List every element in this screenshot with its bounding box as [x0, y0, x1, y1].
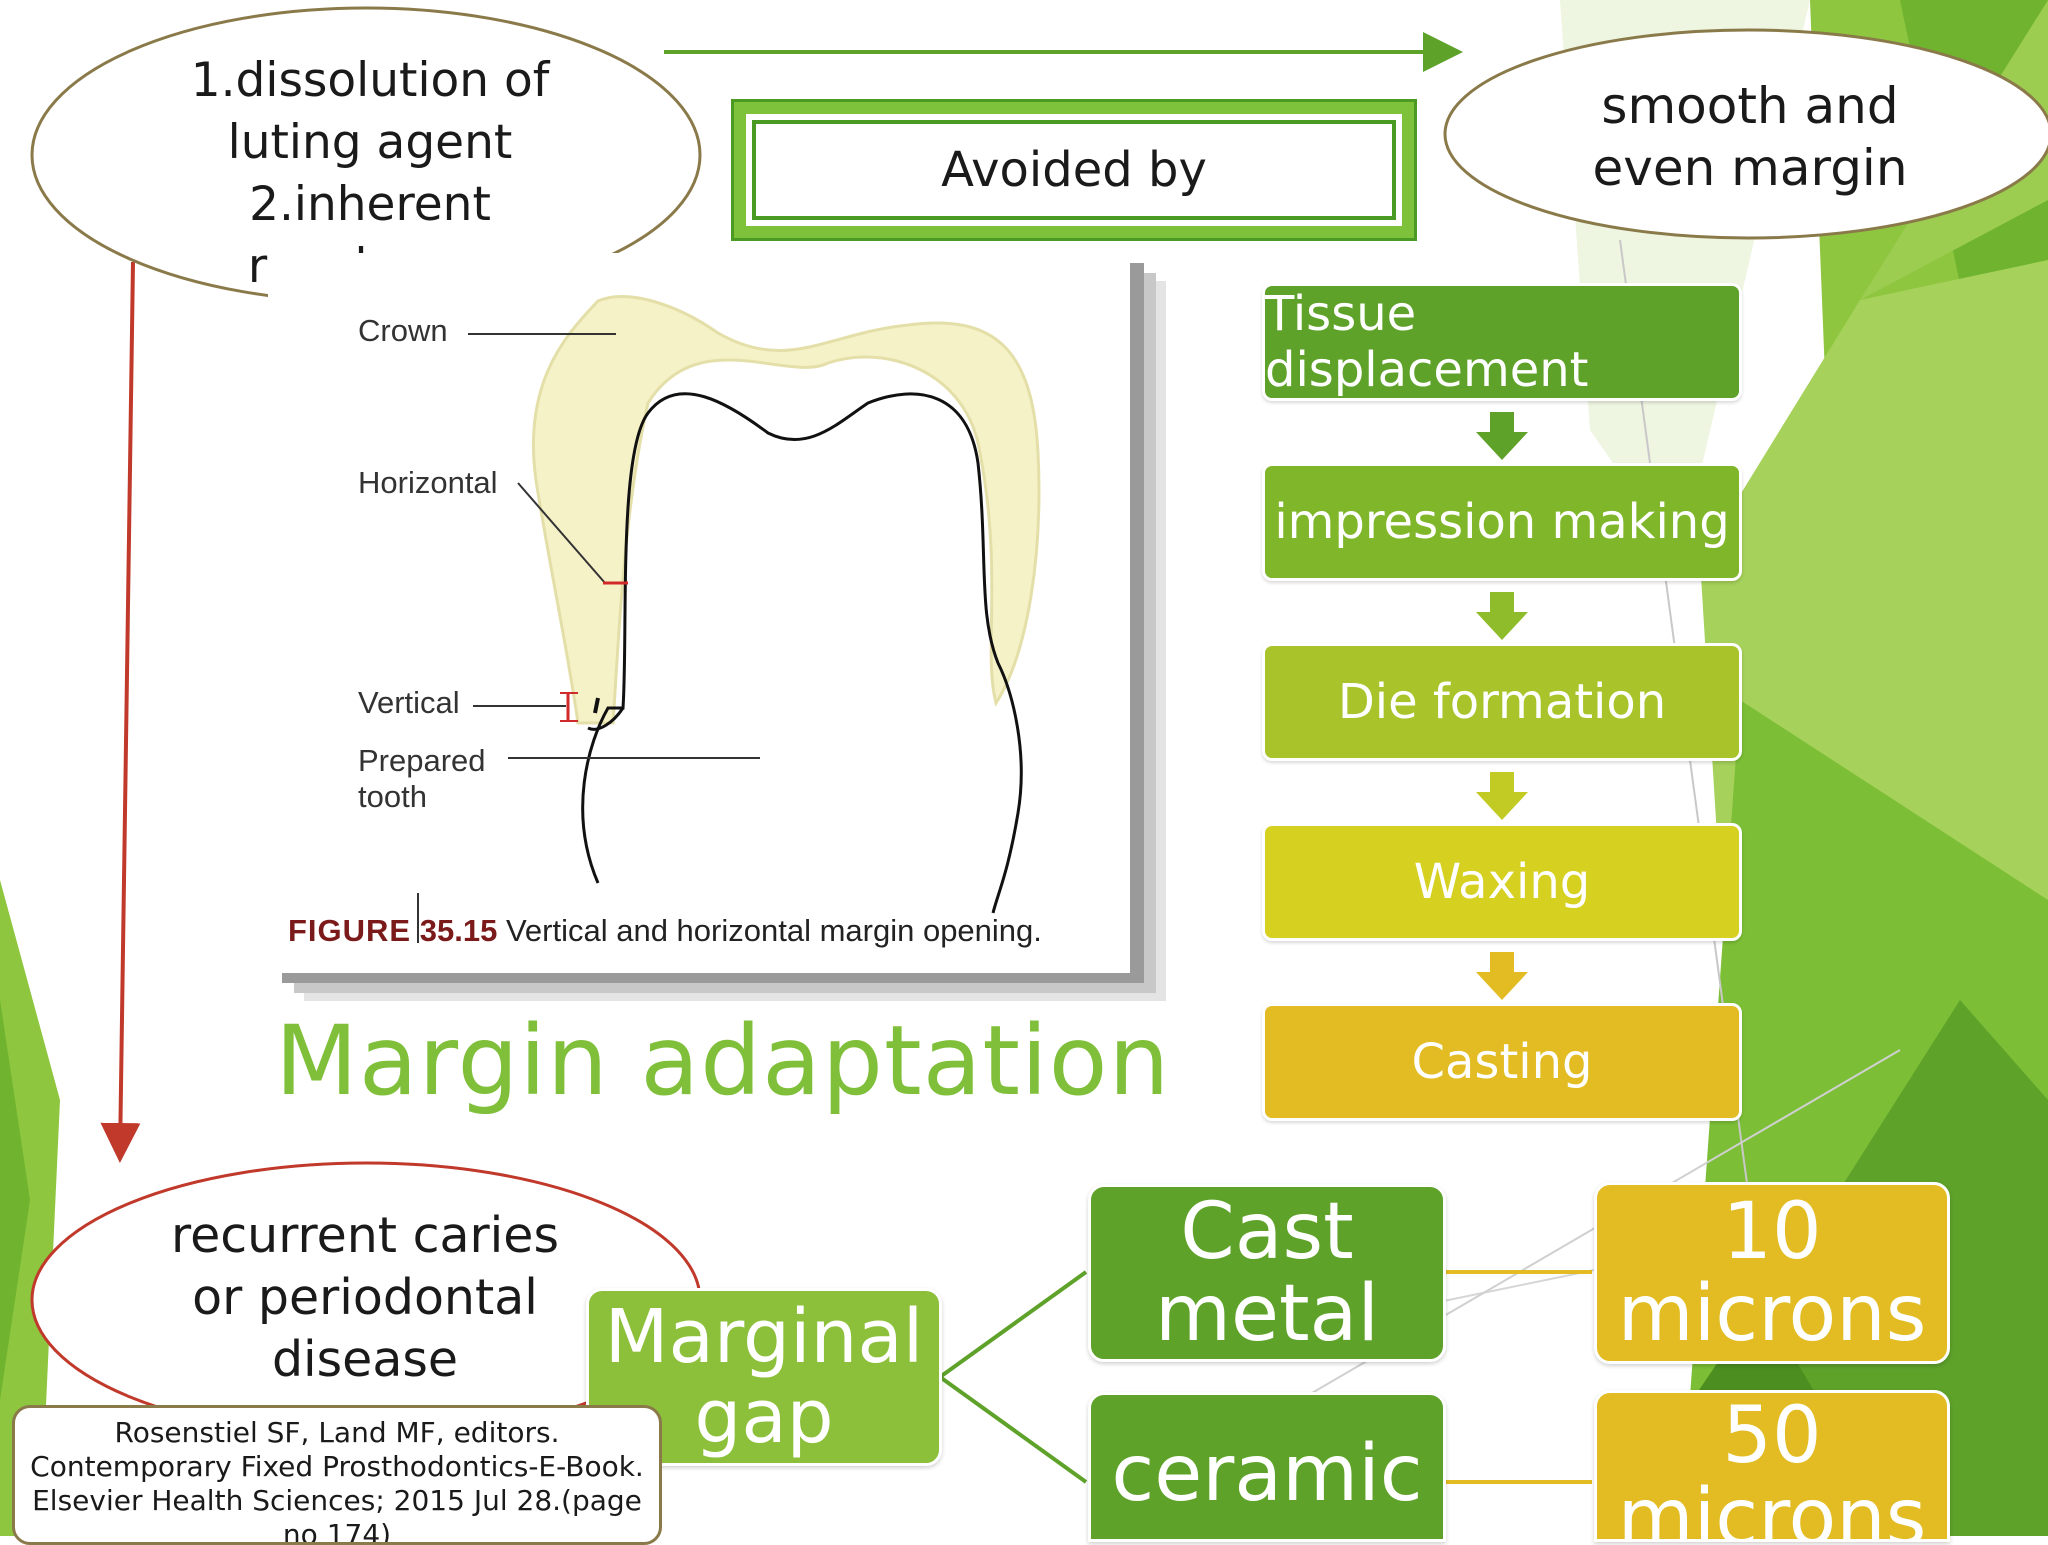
flow-step-label: Casting [1411, 1034, 1593, 1090]
smooth-line: smooth and [1601, 77, 1899, 135]
smooth-line: even margin [1592, 139, 1908, 197]
consequence-line: disease [271, 1331, 459, 1388]
crown-shape [532, 295, 1041, 725]
marginal-gap-line: gap [694, 1374, 834, 1460]
horizontal-label: Horizontal [358, 465, 498, 500]
material-label-line: Cast [1180, 1187, 1354, 1277]
flow-step-tissue-displacement: Tissue displacement [1262, 283, 1742, 401]
value-line: microns [1617, 1269, 1927, 1359]
material-label-line: metal [1154, 1269, 1380, 1359]
citation-box: Rosenstiel SF, Land MF, editors. Contemp… [12, 1405, 662, 1545]
flow-step-label: Die formation [1337, 674, 1667, 730]
vertical-label: Vertical [358, 685, 460, 720]
flow-step-label: Tissue displacement [1265, 286, 1589, 398]
flow-arrow-down-icon [1476, 952, 1528, 1000]
consequence-line: recurrent caries [171, 1207, 559, 1264]
value-line: microns [1617, 1473, 1927, 1542]
value-line: 50 [1722, 1391, 1822, 1481]
value-50-microns-box: 50 microns [1594, 1390, 1950, 1542]
prepared-label-line1: Prepared [358, 743, 486, 778]
avoided-by-label: Avoided by [752, 120, 1396, 220]
smooth-margin-ellipse [1443, 28, 2048, 240]
red-down-arrow [100, 261, 141, 1163]
flow-arrow-down-icon [1476, 772, 1528, 820]
slide-title: Margin adaptation [275, 1005, 1171, 1117]
flow-arrow-shape [1476, 772, 1528, 820]
flow-step-label: Waxing [1413, 854, 1591, 910]
flow-step-waxing: Waxing [1262, 823, 1742, 941]
flow-arrow-shape [1476, 412, 1528, 460]
flow-arrow-down-icon [1476, 412, 1528, 460]
causes-line: 2.inherent [249, 177, 491, 232]
avoided-by-box: Avoided by [731, 99, 1417, 241]
marginal-gap-line: Marginal [604, 1294, 924, 1380]
value-10-microns-box: 10 microns [1594, 1182, 1950, 1364]
material-label-line: ceramic [1111, 1429, 1423, 1519]
flow-step-label: impression making [1274, 494, 1730, 550]
prepared-tooth-outline [581, 392, 1023, 914]
figure-caption: FIGURE 35.15 Vertical and horizontal mar… [288, 913, 1042, 949]
tooth-diagram [417, 295, 1041, 943]
consequence-text: recurrent caries or periodontal disease [110, 1205, 620, 1391]
figure-caption-number: 35.15 [419, 913, 498, 948]
prepared-label-line2: tooth [358, 779, 427, 814]
figure-panel: Crown Horizontal Vertical Prepared tooth… [268, 253, 1130, 973]
flow-step-casting: Casting [1262, 1003, 1742, 1121]
citation-line: Contemporary Fixed Prosthodontics-E-Book… [30, 1450, 644, 1483]
flow-step-impression-making: impression making [1262, 463, 1742, 581]
smooth-margin-text: smooth and even margin [1480, 75, 2020, 199]
figure-caption-text: Vertical and horizontal margin opening. [505, 913, 1042, 948]
figure-caption-word: FIGURE [288, 913, 412, 948]
flow-arrow-down-icon [1476, 592, 1528, 640]
citation-line: no 174) [282, 1518, 392, 1545]
material-cast-metal-box: Cast metal [1088, 1184, 1446, 1362]
causes-line: luting agent [227, 115, 513, 170]
flow-arrow-shape [1476, 592, 1528, 640]
tree-link-ceramic [938, 1375, 1088, 1484]
marginal-gap-box: Marginal gap [586, 1288, 942, 1466]
flow-arrow-shape [1476, 952, 1528, 1000]
consequence-line: or periodontal [192, 1269, 538, 1326]
crown-label: Crown [358, 313, 448, 348]
causes-line: 1.dissolution of [190, 53, 550, 108]
material-ceramic-box: ceramic [1088, 1392, 1446, 1542]
citation-line: Rosenstiel SF, Land MF, editors. [114, 1416, 560, 1449]
value-line: 10 [1722, 1187, 1822, 1277]
citation-line: Elsevier Health Sciences; 2015 Jul 28.(p… [32, 1484, 642, 1517]
flow-step-die-formation: Die formation [1262, 643, 1742, 761]
tree-link-cast [938, 1270, 1088, 1379]
